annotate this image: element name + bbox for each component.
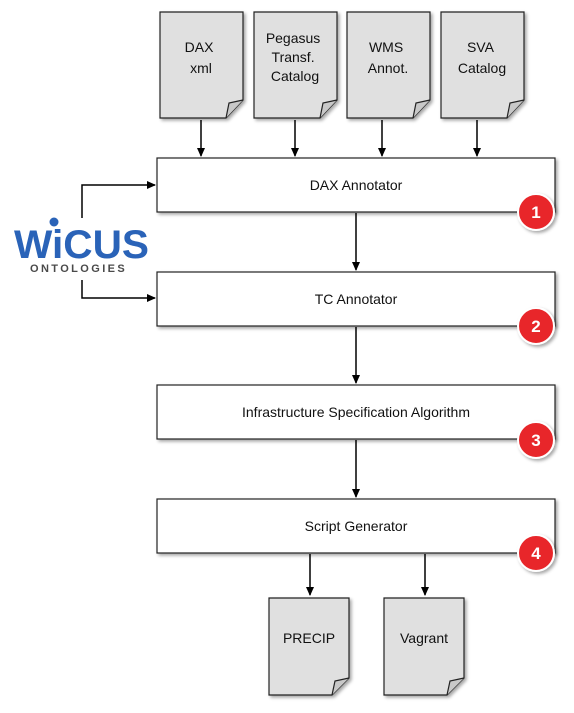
wicus-logo-dot [49,217,59,227]
badge-number-3: 3 [531,431,540,450]
wicus-logo-text: WiCUS [14,223,149,267]
wms-label-line-2: Annot. [368,60,408,76]
input-document-sva-catalog: SVA Catalog [440,11,525,119]
input-arrows [197,120,481,157]
script-generator-label: Script Generator [305,518,408,534]
ontology-arrows [81,181,156,302]
step-badge-2: 2 [517,307,555,345]
step-arrows [306,213,429,596]
pegasus-label-line-1: Pegasus [266,30,320,46]
step-badge-1: 1 [517,193,555,231]
infrastructure-specification-label: Infrastructure Specification Algorithm [242,404,470,420]
dax-label-line-1: DAX [185,39,214,55]
wicus-logo: WiCUS ONTOLOGIES [14,217,149,275]
svg-text:DAX xml: DAX xml [185,39,218,76]
input-document-dax: DAX xml [159,11,244,119]
badge-number-4: 4 [531,544,541,563]
step-tc-annotator: TC Annotator [156,271,556,327]
pegasus-label-line-3: Catalog [271,68,319,84]
sva-label-line-2: Catalog [458,60,506,76]
step-script-generator: Script Generator [156,498,556,554]
svg-text:WMS Annot.: WMS Annot. [368,39,408,76]
input-document-pegasus-transf-catalog: Pegasus Transf. Catalog [253,11,338,119]
svg-text:SVA Catalog: SVA Catalog [458,39,506,76]
vagrant-label: Vagrant [400,630,448,646]
step-dax-annotator: DAX Annotator [156,157,556,213]
step-badge-3: 3 [517,421,555,459]
wicus-logo-subtitle: ONTOLOGIES [30,263,127,275]
sva-label-line-1: SVA [467,39,495,55]
input-document-wms-annot: WMS Annot. [346,11,431,119]
dax-annotator-label: DAX Annotator [310,177,403,193]
badge-number-1: 1 [531,203,540,222]
tc-annotator-label: TC Annotator [315,291,398,307]
output-document-vagrant: Vagrant [383,597,465,696]
svg-text:Pegasus Transf. Ca: Pegasus Transf. Catalog [266,30,324,84]
precip-label: PRECIP [283,630,335,646]
step-badge-4: 4 [517,534,555,572]
pegasus-label-line-2: Transf. [272,49,315,65]
output-document-precip: PRECIP [268,597,350,696]
step-infrastructure-specification-algorithm: Infrastructure Specification Algorithm [156,384,556,440]
badge-number-2: 2 [531,317,540,336]
wms-label-line-1: WMS [369,39,403,55]
dax-label-line-2: xml [190,60,212,76]
